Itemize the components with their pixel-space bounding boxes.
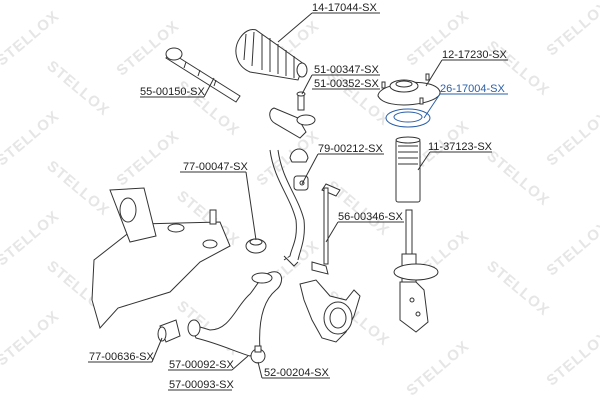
part-label-55-00150-sx[interactable]: 55-00150-SX xyxy=(140,86,205,98)
subframe-bushing-icon xyxy=(245,238,267,254)
part-label-12-17230-sx[interactable]: 12-17230-SX xyxy=(442,49,507,61)
steering-knuckle-icon xyxy=(299,279,361,343)
part-label-11-37123-sx[interactable]: 11-37123-SX xyxy=(428,141,493,153)
part-label-79-00212-sx[interactable]: 79-00212-SX xyxy=(318,143,383,155)
inner-tie-rod-icon xyxy=(165,47,241,103)
part-label-52-00204-sx[interactable]: 52-00204-SX xyxy=(264,367,329,379)
stabilizer-bushing-icon xyxy=(289,148,309,191)
strut-top-mount-icon xyxy=(377,73,441,106)
stabilizer-bar-icon xyxy=(269,149,305,267)
part-label-14-17044-sx[interactable]: 14-17044-SX xyxy=(312,2,377,14)
control-arm-icon xyxy=(187,271,282,357)
part-label-77-00047-sx[interactable]: 77-00047-SX xyxy=(183,161,248,173)
part-label-51-00352-sx[interactable]: 51-00352-SX xyxy=(314,78,379,90)
strut-dust-boot-icon xyxy=(395,136,421,203)
stabilizer-link-icon xyxy=(311,183,341,275)
part-label-26-17004-sx[interactable]: 26-17004-SX xyxy=(440,83,505,95)
strut-bearing-icon xyxy=(385,108,431,128)
part-label-57-00092-sx[interactable]: 57-00092-SX xyxy=(169,359,234,371)
steering-boot-icon xyxy=(235,29,308,81)
part-label-77-00636-sx[interactable]: 77-00636-SX xyxy=(89,351,154,363)
part-label-56-00346-sx[interactable]: 56-00346-SX xyxy=(338,211,403,223)
strut-icon xyxy=(393,209,439,333)
subframe-icon xyxy=(91,187,231,330)
part-label-57-00093-sx[interactable]: 57-00093-SX xyxy=(169,379,234,391)
tie-rod-end-icon xyxy=(269,91,316,139)
part-label-51-00347-sx[interactable]: 51-00347-SX xyxy=(314,64,379,76)
control-arm-bushing-icon xyxy=(157,319,181,343)
ball-joint-icon xyxy=(250,345,266,364)
